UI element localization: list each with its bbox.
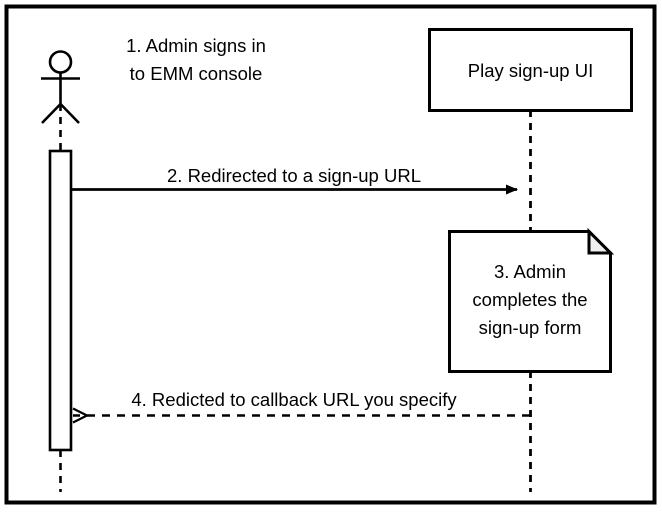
play-sign-up-ui-label: Play sign-up UI [468, 60, 593, 81]
step-3-label-line-2: completes the [472, 289, 587, 310]
actor-leg-left-line [41, 103, 62, 124]
actor-head-icon [48, 50, 73, 74]
actor-activation-bar [48, 149, 73, 452]
step-3-label-line-3: sign-up form [479, 317, 582, 338]
note-fold-icon [587, 227, 615, 255]
step-1-label-line-1: 1. Admin signs in [126, 35, 266, 56]
step-2-label: 2. Redirected to a sign-up URL [167, 165, 421, 186]
actor-leg-right-line [59, 103, 80, 124]
step-3-note [448, 227, 615, 373]
step-3-label-line-1: 3. Admin [494, 261, 566, 282]
step-4-label: 4. Redicted to callback URL you specify [131, 389, 457, 410]
admin-actor [41, 50, 80, 124]
step-1-label-line-2: to EMM console [130, 63, 263, 84]
play-sign-up-ui-box[interactable] [428, 28, 633, 112]
note-body [448, 230, 612, 373]
